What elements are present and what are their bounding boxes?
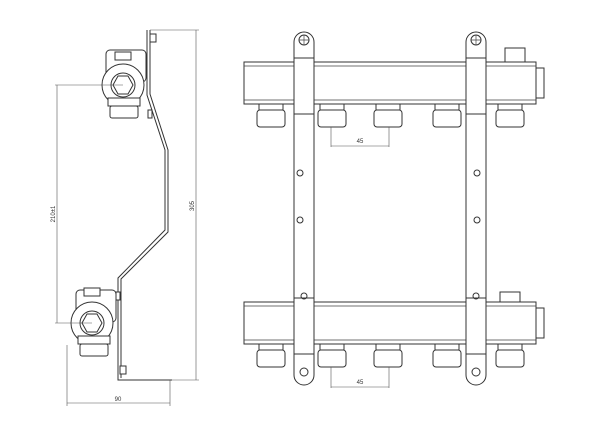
mounting-bracket-profile	[117, 30, 172, 381]
bracket-left	[293, 31, 315, 386]
top-manifold-bar	[243, 47, 545, 115]
top-outlets	[256, 103, 525, 128]
bottom-outlets	[256, 343, 525, 368]
dim-outlet-pitch-bottom: 45	[357, 380, 364, 386]
screw-icon	[119, 365, 127, 375]
bottom-manifold-bar	[243, 291, 545, 377]
dim-outlet-pitch-top: 45	[357, 139, 364, 145]
front-view: 45 45	[243, 31, 545, 388]
dim-height-total: 305	[190, 200, 196, 211]
screw-icon	[149, 33, 157, 43]
bottom-valve-body	[70, 287, 127, 375]
top-valve-body	[101, 33, 157, 119]
side-view: 210±1 305 90	[51, 29, 199, 406]
bracket-right	[465, 31, 487, 386]
dim-axis-distance: 210±1	[51, 205, 57, 222]
dim-depth: 90	[115, 397, 122, 403]
